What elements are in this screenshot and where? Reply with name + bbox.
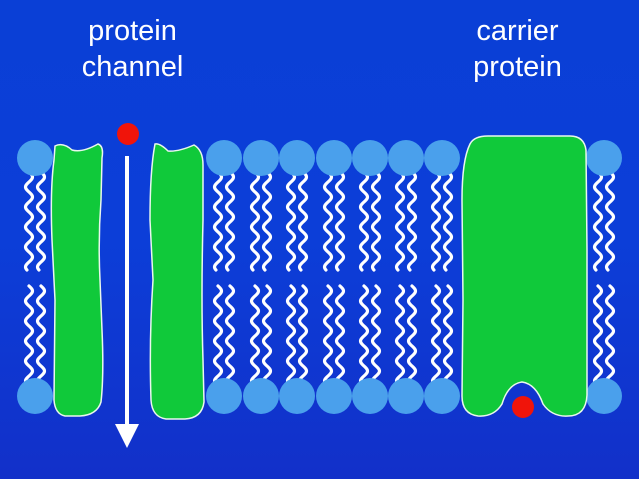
carrier-protein-label: carrier protein bbox=[450, 13, 585, 85]
phospholipid-head-top bbox=[243, 140, 279, 176]
carrier-protein-label-line2: protein bbox=[473, 51, 562, 83]
carrier-protein bbox=[461, 135, 588, 417]
molecule-carrier-red-dot-icon bbox=[512, 396, 534, 418]
protein-channel-label: protein channel bbox=[65, 13, 200, 85]
lipid-tail bbox=[406, 284, 418, 384]
lipid-tail bbox=[430, 284, 442, 384]
lipid-bilayer bbox=[17, 140, 622, 414]
lipid-tail bbox=[212, 284, 224, 384]
lipid-tail bbox=[604, 170, 616, 272]
lipid-tail bbox=[297, 284, 309, 384]
lipid-tail bbox=[261, 170, 273, 272]
membrane-proteins bbox=[50, 135, 588, 420]
lipid-tail bbox=[394, 284, 406, 384]
molecule-channel-red-dot-icon bbox=[117, 123, 139, 145]
lipid-tail bbox=[224, 170, 236, 272]
protein-channel-left-half bbox=[50, 143, 104, 417]
protein-channel-label-line2: channel bbox=[81, 51, 184, 83]
phospholipid-head-bottom bbox=[279, 378, 315, 414]
lipid-tail bbox=[249, 170, 261, 272]
phospholipid-head-bottom bbox=[586, 378, 622, 414]
lipid-tail bbox=[442, 284, 454, 384]
lipid-tail bbox=[249, 284, 261, 384]
phospholipid-head-top bbox=[424, 140, 460, 176]
lipid-tail bbox=[334, 284, 346, 384]
phospholipid-head-bottom bbox=[388, 378, 424, 414]
lipid-tail bbox=[297, 170, 309, 272]
lipid-tail bbox=[592, 284, 604, 384]
phospholipid-head-bottom bbox=[206, 378, 242, 414]
lipid-tail bbox=[285, 284, 297, 384]
phospholipid-head-top bbox=[388, 140, 424, 176]
lipid-tail bbox=[35, 284, 47, 384]
lipid-tail bbox=[322, 170, 334, 272]
phospholipid-head-bottom bbox=[17, 378, 53, 414]
lipid-tail bbox=[592, 170, 604, 272]
lipid-tail bbox=[370, 170, 382, 272]
lipid-tail bbox=[370, 284, 382, 384]
phospholipid-head-bottom bbox=[243, 378, 279, 414]
lipid-tail bbox=[212, 170, 224, 272]
lipid-tail bbox=[604, 284, 616, 384]
lipid-tail bbox=[334, 170, 346, 272]
phospholipid-head-top bbox=[206, 140, 242, 176]
lipid-tail bbox=[442, 170, 454, 272]
lipid-tail bbox=[23, 284, 35, 384]
molecules-and-arrow bbox=[115, 123, 534, 448]
protein-channel-label-line1: protein bbox=[88, 15, 177, 47]
lipid-tail bbox=[406, 170, 418, 272]
lipid-tail bbox=[358, 284, 370, 384]
lipid-tail bbox=[322, 284, 334, 384]
lipid-tail bbox=[394, 170, 406, 272]
lipid-tail bbox=[23, 170, 35, 272]
carrier-protein-label-line1: carrier bbox=[476, 15, 559, 47]
phospholipid-head-bottom bbox=[424, 378, 460, 414]
down-arrow-icon bbox=[115, 424, 139, 448]
phospholipid-head-top bbox=[316, 140, 352, 176]
lipid-tail bbox=[224, 284, 236, 384]
lipid-tail bbox=[358, 170, 370, 272]
phospholipid-head-bottom bbox=[316, 378, 352, 414]
phospholipid-head-top bbox=[586, 140, 622, 176]
phospholipid-head-bottom bbox=[352, 378, 388, 414]
phospholipid-head-top bbox=[17, 140, 53, 176]
phospholipid-head-top bbox=[352, 140, 388, 176]
protein-channel-right-half bbox=[149, 143, 205, 420]
lipid-tail bbox=[261, 284, 273, 384]
lipid-tail bbox=[285, 170, 297, 272]
lipid-tail bbox=[430, 170, 442, 272]
lipid-tail bbox=[35, 170, 47, 272]
phospholipid-head-top bbox=[279, 140, 315, 176]
